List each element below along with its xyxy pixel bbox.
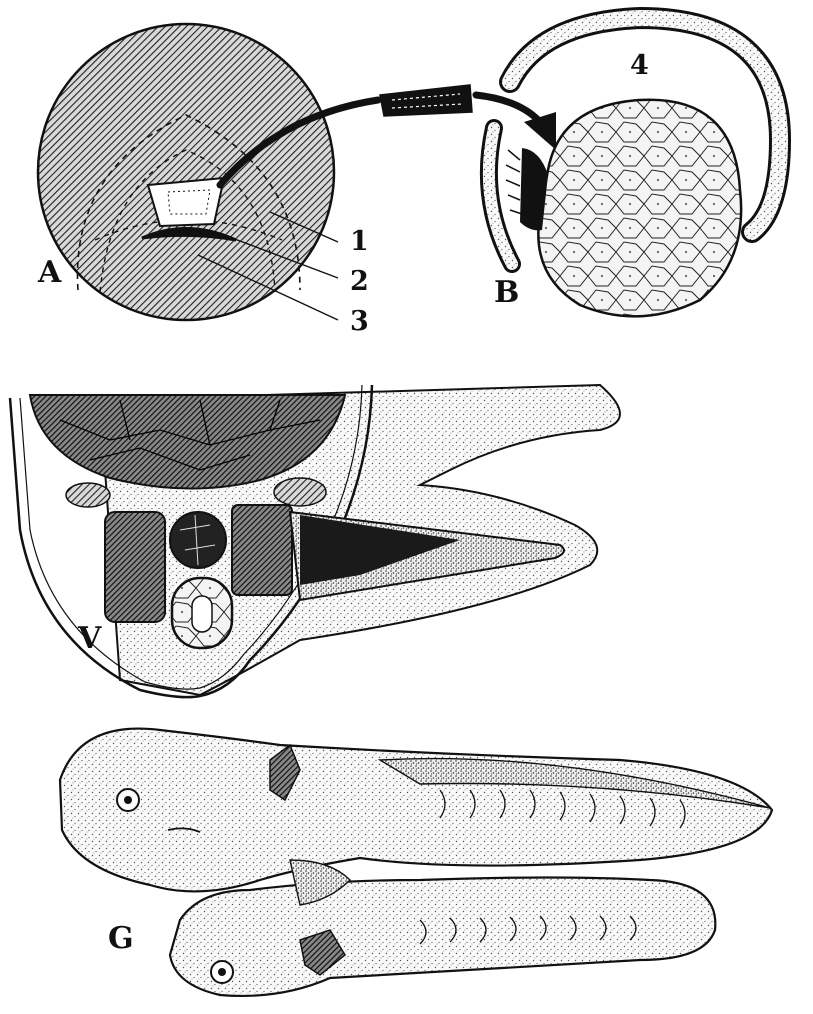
gut-ring-lumen [192, 596, 212, 632]
excised-region [148, 178, 224, 226]
transplant-arrow-right [476, 95, 540, 122]
larva-lower-pupil [218, 968, 226, 976]
larva-upper-pupil [124, 796, 132, 804]
panel-g: G [60, 729, 772, 996]
panel-a: 1 2 3 A [37, 24, 369, 337]
panel-v: V [10, 385, 620, 697]
panel-b: 4 B [489, 18, 780, 316]
callout-label-3: 3 [350, 306, 369, 337]
callout-label-4: 4 [630, 50, 649, 81]
somite-oval-left [66, 483, 110, 507]
graft-piece [380, 85, 472, 116]
yolk-cell-mass [538, 100, 741, 317]
neural-tube-block [232, 505, 292, 595]
transplant-arrowhead [524, 112, 556, 150]
panel-label-a: A [37, 255, 62, 290]
panel-label-v: V [77, 621, 102, 656]
panel-label-b: B [494, 275, 519, 310]
callout-label-2: 2 [350, 266, 369, 297]
panel-label-g: G [108, 921, 134, 956]
callout-label-1: 1 [350, 226, 369, 257]
inserted-graft-cilia [506, 150, 522, 214]
tissue-block-left [105, 512, 165, 622]
somite-oval-right [274, 478, 326, 506]
embryo-a-sphere [38, 24, 334, 320]
larva-upper-body [60, 729, 772, 892]
